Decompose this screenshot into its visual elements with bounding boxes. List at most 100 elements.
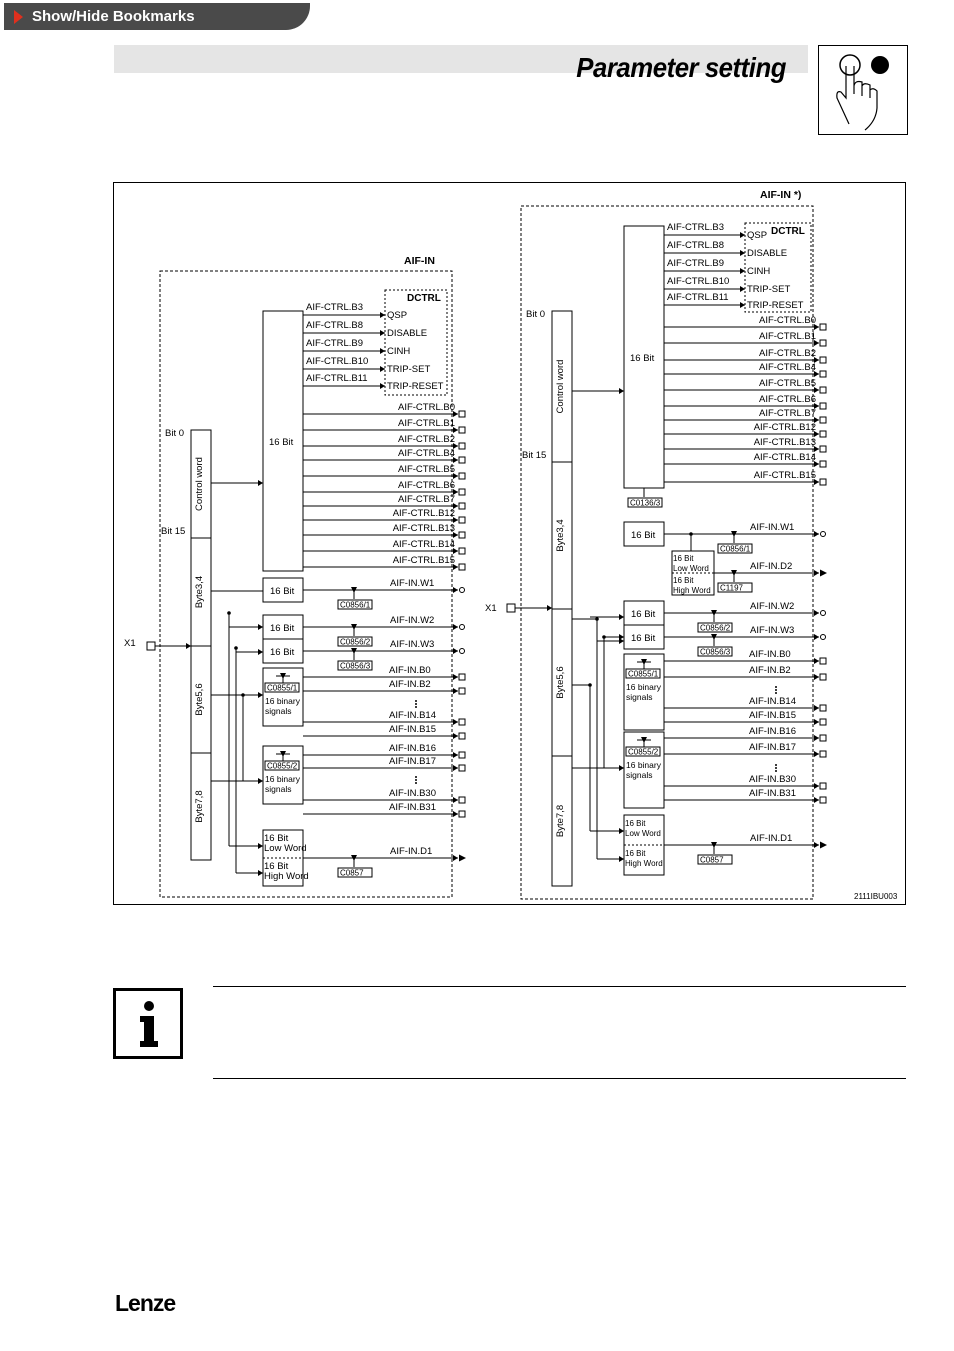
arrow-head-icon bbox=[814, 719, 819, 725]
arrow-head-icon bbox=[258, 624, 263, 630]
ctrl-input-label: AIF-CTRL.B3 bbox=[667, 222, 724, 233]
ctrl-input-label: AIF-CTRL.B9 bbox=[306, 338, 363, 349]
arrow-head-icon bbox=[814, 570, 819, 576]
ctrl-output-label: AIF-CTRL.B6 bbox=[398, 480, 455, 491]
word-code-box-label: C0856/3 bbox=[700, 648, 731, 657]
arrow-head-icon bbox=[258, 692, 263, 698]
arrow-head-icon bbox=[814, 417, 819, 423]
d2-high-label: 16 Bit bbox=[673, 576, 694, 585]
word-terminal-icon bbox=[459, 587, 465, 593]
bit-ellipsis-icon bbox=[415, 706, 417, 708]
bit0-label: Bit 0 bbox=[526, 309, 545, 320]
arrow-head-icon bbox=[258, 480, 263, 486]
arrow-head-icon bbox=[453, 457, 458, 463]
ctrl-output-label: AIF-CTRL.B5 bbox=[759, 378, 816, 389]
d2-terminal-icon bbox=[820, 569, 827, 577]
arrow-head-icon bbox=[814, 387, 819, 393]
arrow-head-icon bbox=[380, 330, 385, 336]
arrow-head-icon bbox=[814, 610, 819, 616]
arrow-head-icon bbox=[453, 564, 458, 570]
arrow-head-icon bbox=[814, 340, 819, 346]
bit0-label: Bit 0 bbox=[165, 428, 184, 439]
word-output-label: AIF-IN.W1 bbox=[390, 578, 434, 589]
dctrl-output-label: QSP bbox=[747, 230, 767, 241]
word-output-label: AIF-IN.W3 bbox=[750, 625, 794, 636]
output-terminal-icon bbox=[819, 704, 827, 712]
binary-code-box-label: C0855/2 bbox=[267, 762, 298, 771]
bus-junction-icon bbox=[602, 635, 606, 639]
dword-terminal-icon bbox=[459, 854, 466, 862]
binary-label: signals bbox=[265, 706, 291, 716]
output-terminal-icon bbox=[819, 402, 827, 410]
output-terminal-icon bbox=[458, 796, 466, 804]
arrow-head-icon bbox=[740, 232, 745, 238]
word-16bit-label: 16 Bit bbox=[631, 530, 656, 541]
output-terminal-icon bbox=[819, 750, 827, 758]
x1-label: X1 bbox=[124, 638, 136, 649]
ctrl-output-label: AIF-CTRL.B12 bbox=[393, 508, 455, 519]
arrow-head-icon bbox=[453, 548, 458, 554]
d2-high-label: High Word bbox=[673, 586, 711, 595]
word-block bbox=[262, 577, 304, 603]
word-output-label: AIF-IN.W3 bbox=[390, 639, 434, 650]
bus-junction-icon bbox=[227, 611, 231, 615]
note-rule-bottom bbox=[213, 1078, 906, 1079]
output-terminal-icon bbox=[819, 460, 827, 468]
output-terminal-icon bbox=[819, 323, 827, 331]
binary-label: signals bbox=[626, 692, 652, 702]
output-terminal-icon bbox=[458, 516, 466, 524]
bit-output-label: AIF-IN.B16 bbox=[749, 726, 796, 737]
arrow-head-icon bbox=[258, 843, 263, 849]
arrow-head-icon bbox=[814, 324, 819, 330]
output-terminal-icon bbox=[458, 442, 466, 450]
arrow-head-icon bbox=[814, 751, 819, 757]
word-code-box bbox=[337, 660, 373, 671]
bit-output-label: AIF-IN.B2 bbox=[389, 679, 431, 690]
arrow-head-icon bbox=[814, 479, 819, 485]
word-code-box bbox=[717, 543, 753, 554]
high-word-label: 16 Bit bbox=[264, 861, 289, 872]
dctrl-block bbox=[384, 289, 448, 396]
arrow-head-icon bbox=[453, 473, 458, 479]
bit-ellipsis-icon bbox=[775, 764, 777, 766]
arrow-head-icon bbox=[453, 427, 458, 433]
high-word-label: High Word bbox=[625, 859, 663, 868]
dword-code-box bbox=[697, 854, 733, 865]
arrow-head-icon bbox=[814, 658, 819, 664]
word-code-box-label: C0856/1 bbox=[720, 545, 751, 554]
info-icon bbox=[113, 988, 183, 1059]
ctrl-output-label: AIF-CTRL.B6 bbox=[759, 394, 816, 405]
ctrl-output-label: AIF-CTRL.B14 bbox=[393, 539, 455, 550]
word-output-label: AIF-IN.W2 bbox=[750, 601, 794, 612]
arrow-head-icon bbox=[740, 286, 745, 292]
output-terminal-icon bbox=[458, 472, 466, 480]
d2-code-box-label: C1197 bbox=[720, 584, 744, 593]
bit-output-label: AIF-IN.B14 bbox=[389, 710, 436, 721]
arrow-head-icon bbox=[814, 783, 819, 789]
x1-label: X1 bbox=[485, 603, 497, 614]
binary-label: 16 binary bbox=[626, 760, 662, 770]
bookmark-tab-label: Show/Hide Bookmarks bbox=[32, 8, 195, 25]
arrow-head-icon bbox=[814, 357, 819, 363]
dword-output-label: AIF-IN.D1 bbox=[750, 833, 792, 844]
bit-output-label: AIF-IN.B30 bbox=[749, 774, 796, 785]
word-code-box bbox=[697, 622, 733, 633]
ctrl-output-label: AIF-CTRL.B14 bbox=[754, 452, 816, 463]
bit-output-label: AIF-IN.B16 bbox=[389, 743, 436, 754]
ctrl-output-label: AIF-CTRL.B0 bbox=[759, 315, 816, 326]
arrow-head-icon bbox=[453, 503, 458, 509]
output-terminal-icon bbox=[458, 673, 466, 681]
dword-code-box-label: C0857 bbox=[700, 856, 724, 865]
dctrl-output-label: CINH bbox=[387, 346, 410, 357]
ctrl-input-label: AIF-CTRL.B11 bbox=[667, 292, 729, 303]
arrow-head-icon bbox=[740, 268, 745, 274]
output-terminal-icon bbox=[819, 478, 827, 486]
ctrl-output-label: AIF-CTRL.B2 bbox=[759, 348, 816, 359]
low-word-label: Low Word bbox=[625, 829, 661, 838]
dword-code-box bbox=[337, 867, 373, 878]
control-word-16bit-label: 16 Bit bbox=[630, 353, 655, 364]
output-terminal-icon bbox=[458, 547, 466, 555]
show-hide-bookmarks-button[interactable]: Show/Hide Bookmarks bbox=[4, 3, 310, 30]
hand-pointer-icon bbox=[818, 45, 908, 135]
